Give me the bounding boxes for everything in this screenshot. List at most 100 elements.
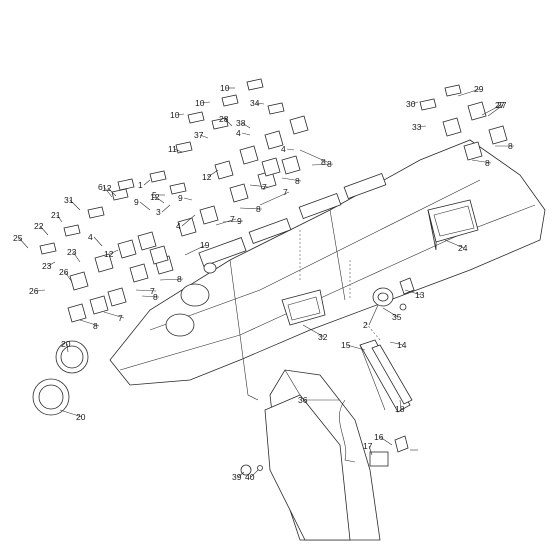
leader-line bbox=[109, 249, 119, 255]
rocker-switch bbox=[289, 115, 309, 135]
leader-line bbox=[143, 179, 151, 186]
dashboard-panel bbox=[109, 139, 546, 401]
leader-line bbox=[199, 134, 209, 139]
leader-line bbox=[487, 104, 504, 117]
control-strip bbox=[359, 339, 413, 413]
rocker-switch bbox=[214, 160, 234, 180]
leader-line bbox=[93, 236, 103, 247]
leader-line bbox=[404, 289, 422, 296]
leader-line bbox=[56, 214, 63, 223]
leader-line bbox=[379, 436, 393, 446]
leader-line bbox=[250, 469, 259, 478]
callout-number: 36 bbox=[298, 395, 308, 405]
leader-line bbox=[302, 324, 325, 338]
leader-line bbox=[173, 148, 183, 153]
callout-number: 8 bbox=[295, 176, 300, 186]
callout-number: 23 bbox=[42, 261, 52, 271]
switch-cap bbox=[169, 182, 187, 195]
leader-line bbox=[184, 244, 207, 256]
callout-number: 1 bbox=[138, 180, 143, 190]
callout-number: 24 bbox=[458, 243, 468, 253]
callout-number: 2 bbox=[363, 320, 368, 330]
ignition-switch bbox=[372, 277, 415, 311]
rocker-switch bbox=[261, 157, 281, 177]
callout-number: 29 bbox=[474, 84, 484, 94]
leader-line bbox=[181, 214, 196, 227]
leader-line bbox=[103, 186, 113, 198]
callout-number: 30 bbox=[406, 99, 416, 109]
callout-number: 39 bbox=[232, 472, 242, 482]
callout-number: 15 bbox=[341, 340, 351, 350]
switch-cap bbox=[187, 111, 205, 124]
leader-line bbox=[481, 104, 502, 116]
leader-line bbox=[444, 239, 465, 249]
callout-number: 8 bbox=[177, 274, 182, 284]
rocker-switch bbox=[129, 263, 149, 283]
leader-line bbox=[139, 201, 151, 211]
leader-line bbox=[249, 184, 269, 188]
guide-lines bbox=[299, 230, 381, 341]
leader-line bbox=[107, 187, 117, 197]
lower-enclosure bbox=[264, 369, 381, 541]
leader-line bbox=[72, 251, 81, 263]
leader-line bbox=[382, 307, 399, 318]
callout-number: 5 bbox=[152, 190, 157, 200]
leader-line bbox=[389, 341, 404, 346]
switch-cap bbox=[444, 84, 462, 97]
callout-number: 9 bbox=[134, 197, 139, 207]
callout-number: 22 bbox=[34, 221, 44, 231]
rocker-switch bbox=[94, 253, 114, 273]
callout-number: 35 bbox=[392, 312, 402, 322]
storage-box bbox=[427, 199, 479, 251]
callout-number: 28 bbox=[219, 114, 229, 124]
rocker-switch bbox=[488, 125, 508, 145]
rocker-switch bbox=[149, 245, 169, 265]
leader-line bbox=[222, 220, 244, 223]
rocker-switch bbox=[67, 303, 87, 323]
callout-number: 34 bbox=[250, 98, 260, 108]
callout-number: 4 bbox=[236, 128, 241, 138]
leader-line bbox=[311, 163, 334, 166]
callout-number: 9 bbox=[237, 216, 242, 226]
rocker-switch bbox=[467, 101, 487, 121]
leader-line bbox=[18, 237, 29, 249]
callout-number: 31 bbox=[64, 195, 74, 205]
leader-line bbox=[241, 122, 251, 129]
callout-number: 10 bbox=[170, 110, 180, 120]
callout-number: 7 bbox=[283, 187, 288, 197]
switch-cap bbox=[221, 94, 239, 107]
leader-line bbox=[34, 289, 46, 292]
leader-line bbox=[299, 149, 328, 163]
leader-line bbox=[159, 278, 184, 281]
rocker-switch bbox=[107, 287, 127, 307]
callout-number: 21 bbox=[51, 210, 61, 220]
leader-line bbox=[103, 311, 125, 319]
callout-number: 4 bbox=[88, 232, 93, 242]
callout-number: 8 bbox=[93, 321, 98, 331]
callout-number: 18 bbox=[395, 404, 405, 414]
callout-number: 23 bbox=[67, 247, 77, 257]
tray bbox=[281, 289, 326, 326]
leader-line bbox=[417, 125, 427, 128]
callout-number: 7 bbox=[150, 286, 155, 296]
leader-line bbox=[259, 191, 290, 206]
callout-number: 10 bbox=[195, 98, 205, 108]
rocker-switch bbox=[69, 271, 89, 291]
leader-line bbox=[411, 101, 419, 105]
bezel-rings bbox=[32, 340, 89, 416]
rocker-switch bbox=[281, 155, 301, 175]
switch-cap bbox=[39, 242, 57, 255]
callout-number: 13 bbox=[415, 290, 425, 300]
switch-cap bbox=[63, 224, 81, 237]
callout-number: 8 bbox=[485, 158, 490, 168]
leader-line bbox=[399, 399, 402, 410]
leader-line bbox=[47, 261, 56, 267]
callout-number: 38 bbox=[236, 118, 246, 128]
callout-number: 37 bbox=[194, 130, 204, 140]
callout-number: 20 bbox=[61, 339, 71, 349]
rocker-switch bbox=[239, 145, 259, 165]
callout-number: 8 bbox=[327, 159, 332, 169]
